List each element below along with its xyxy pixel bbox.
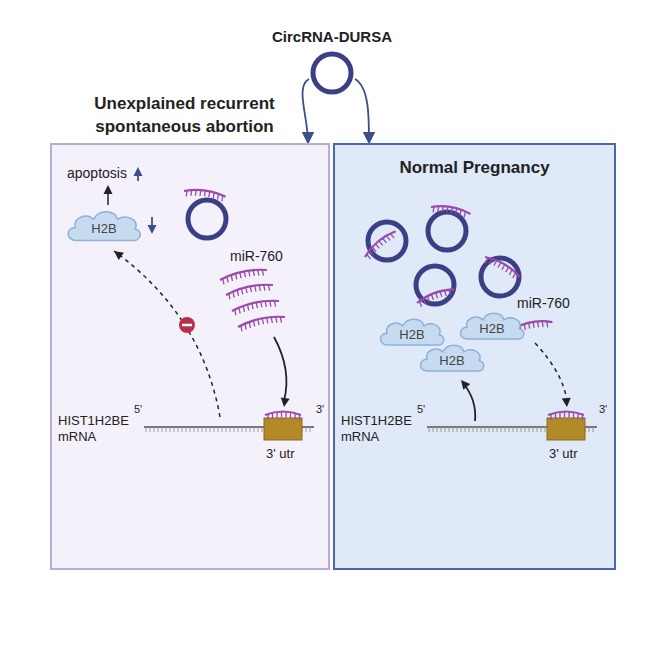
node-title: CircRNA-DURSA	[272, 28, 392, 45]
protein-label: H2B	[439, 349, 464, 368]
h2b-protein: H2B	[417, 341, 487, 375]
flow-arrow	[302, 79, 308, 142]
annotation-label: 3' utr	[266, 446, 295, 462]
panel-heading: Normal Pregnancy	[335, 157, 614, 180]
mirna-strand	[265, 412, 301, 421]
protein-label: H2B	[399, 323, 424, 342]
mirna-strand	[219, 267, 268, 285]
mirna-strand	[548, 412, 584, 421]
utr-box	[264, 418, 302, 440]
utr-box	[547, 418, 585, 440]
circrna-node: CircRNA-DURSA	[272, 28, 392, 97]
annotation-label: miR-760	[230, 248, 283, 265]
annotation-label: HIST1H2BE mRNA	[341, 413, 419, 444]
circrna-ring	[188, 200, 226, 238]
circrna-ring	[313, 54, 351, 92]
circrna-ring	[428, 212, 466, 250]
mirna-strand	[231, 298, 280, 316]
mirna-strand	[225, 282, 274, 300]
mirna-strand	[430, 204, 471, 219]
circrna-ring	[481, 258, 519, 296]
annotation-label: apoptosis	[67, 165, 127, 182]
protein-label: H2B	[479, 317, 504, 336]
panel-heading: Unexplained recurrent spontaneous aborti…	[72, 93, 297, 139]
h2b-protein: H2B	[457, 309, 527, 343]
mirna-strand	[363, 229, 399, 261]
condition-panel: Unexplained recurrent spontaneous aborti…	[50, 143, 330, 570]
mirna-strand	[237, 314, 286, 332]
protein-label: H2B	[91, 217, 116, 236]
mirna-strand	[482, 254, 521, 281]
panel-illustration	[52, 145, 332, 572]
annotation-label: HIST1H2BE mRNA	[58, 413, 136, 444]
mirna-strand	[183, 188, 226, 202]
annotation-label: 3'	[599, 403, 607, 416]
annotation-label: miR-760	[517, 295, 570, 312]
annotation-label: 3' utr	[549, 446, 578, 462]
mirna-strand	[416, 286, 457, 308]
flow-arrow	[355, 79, 369, 142]
annotation-label: 5'	[134, 403, 142, 416]
circrna-ring	[368, 222, 406, 260]
annotation-label: 5'	[417, 403, 425, 416]
circrna-icon	[308, 49, 356, 97]
annotation-label: 3'	[316, 403, 324, 416]
h2b-protein: H2B	[64, 207, 144, 245]
h2b-protein: H2B	[377, 315, 447, 349]
circrna-ring	[416, 266, 454, 304]
condition-panel: Normal PregnancyH2B H2B H2B miR-760HIST1H2B…	[333, 143, 616, 570]
